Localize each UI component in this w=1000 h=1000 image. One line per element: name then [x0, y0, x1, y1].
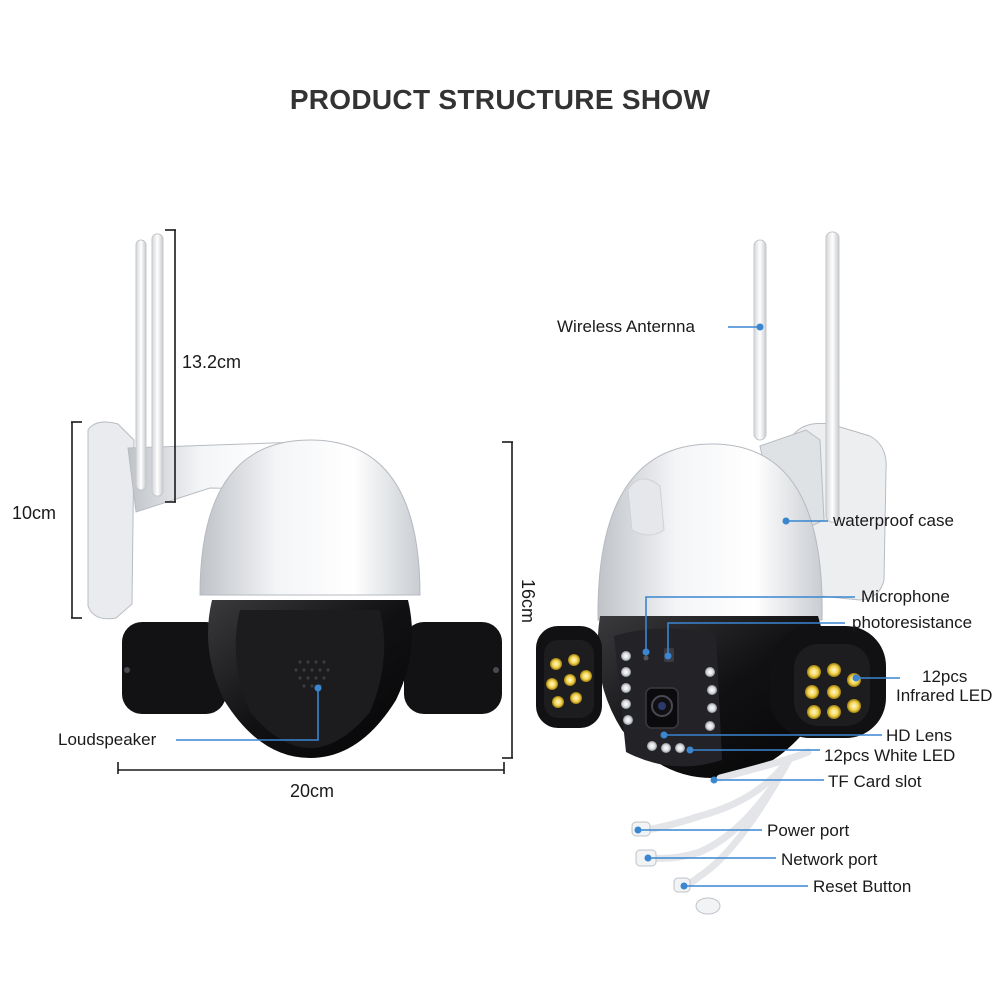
- right-camera: [536, 231, 887, 915]
- label-infrared-led-count: 12pcs: [922, 667, 968, 686]
- dimension-antenna-height: 13.2cm: [182, 352, 242, 372]
- label-microphone: Microphone: [861, 587, 950, 606]
- label-white-led: 12pcs White LED: [824, 746, 956, 765]
- left-dimension-lines: [71, 229, 513, 774]
- callout-dots: [634, 323, 860, 890]
- label-network-port: Network port: [781, 850, 878, 869]
- dimension-body-height: 16cm: [518, 578, 539, 624]
- dimension-width: 20cm: [290, 781, 335, 801]
- label-tf-card-slot: TF Card slot: [828, 772, 922, 791]
- label-infrared-led: Infrared LED: [896, 686, 993, 705]
- label-power-port: Power port: [767, 821, 850, 840]
- label-waterproof-case: waterproof case: [833, 511, 954, 530]
- page-title: PRODUCT STRUCTURE SHOW: [289, 84, 711, 115]
- label-photoresistance: photoresistance: [852, 613, 973, 632]
- label-wireless-antenna: Wireless Anternna: [557, 317, 695, 336]
- left-camera: [87, 233, 502, 758]
- loudspeaker-leader: [176, 690, 319, 741]
- label-reset-button: Reset Button: [813, 877, 912, 896]
- dimension-mount-height: 10cm: [12, 503, 57, 523]
- label-hd-lens: HD Lens: [886, 726, 953, 745]
- right-callout-leaders: [638, 326, 900, 887]
- label-loudspeaker: Loudspeaker: [58, 730, 157, 749]
